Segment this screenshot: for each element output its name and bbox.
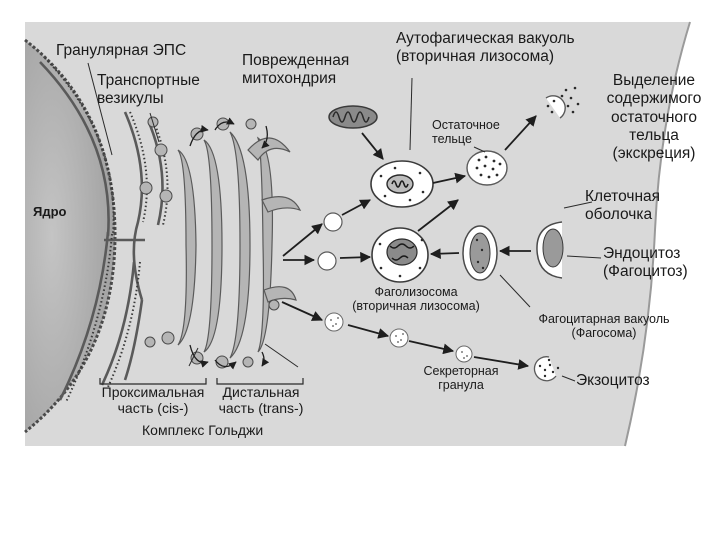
lysosome-vesicles bbox=[317, 212, 343, 271]
cytoplasm bbox=[25, 22, 690, 446]
exocytosis-vesicle bbox=[533, 356, 560, 382]
golgi-bracket bbox=[99, 378, 304, 385]
phagosome bbox=[462, 225, 498, 281]
autophagic-vacuole bbox=[370, 160, 434, 208]
transport-vesicles bbox=[139, 116, 175, 348]
phagolysosome-label: Фаголизосома(вторичная лизосома) bbox=[352, 285, 480, 314]
phagocytic-vacuole-label: Фагоцитарная вакуоль(Фагосома) bbox=[538, 312, 670, 341]
phagolysosome bbox=[371, 227, 429, 283]
granule-dots bbox=[330, 317, 468, 359]
residual-body bbox=[466, 150, 508, 186]
endocytosis-vesicle bbox=[536, 221, 564, 279]
er-ribosomes bbox=[44, 57, 169, 403]
autophagic-vacuole-label: Аутофагическая вакуоль(вторичная лизосом… bbox=[396, 30, 575, 65]
exocytosis-label: Экзоцитоз bbox=[576, 372, 650, 389]
granular-er bbox=[39, 61, 164, 401]
endocytosis-label: Эндоцитоз(Фагоцитоз) bbox=[603, 245, 688, 280]
damaged-mitochondrion bbox=[328, 105, 378, 129]
golgi-complex-label: Комплекс Гольджи bbox=[142, 422, 264, 438]
process-arrows bbox=[281, 115, 537, 370]
golgi-complex bbox=[177, 131, 302, 359]
golgi-cycle-arrows bbox=[189, 117, 270, 370]
cell-membrane bbox=[624, 21, 691, 447]
excretion-vesicle bbox=[545, 86, 580, 119]
granular-er-label: Гранулярная ЭПС bbox=[56, 42, 187, 59]
nucleus-label: Ядро bbox=[33, 204, 67, 219]
leader-lines bbox=[87, 62, 602, 382]
